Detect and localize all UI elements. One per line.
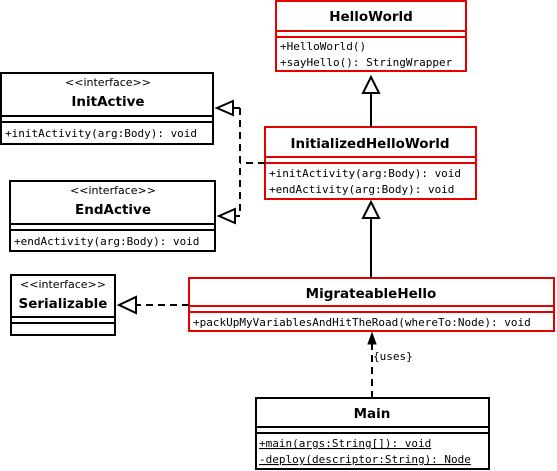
method: +initActivity(arg:Body): void (269, 167, 461, 180)
hollow-triangle-head (214, 99, 234, 117)
class-name: EndActive (75, 202, 151, 218)
class-box (9, 180, 216, 252)
class-main: Main +main(args:String[]): void -deploy(… (255, 397, 490, 470)
class-name: MigrateableHello (306, 286, 437, 302)
class-name: Main (354, 406, 391, 422)
method: +sayHello(): StringWrapper (280, 56, 453, 69)
class-name: InitializedHelloWorld (290, 136, 449, 152)
class-migrateablehello: MigrateableHello +packUpMyVariablesAndHi… (188, 277, 555, 332)
realization-arrow (116, 295, 189, 315)
interface-serializable: <<interface>> Serializable (10, 274, 116, 336)
method: +initActivity(arg:Body): void (5, 127, 197, 140)
realization-arrows (214, 99, 265, 225)
arrow-head (367, 331, 377, 345)
interface-endactive: <<interface>> EndActive +endActivity(arg… (9, 180, 216, 252)
hollow-triangle-head (116, 295, 137, 315)
dependency-arrow: {uses} (367, 331, 413, 398)
class-box (0, 72, 214, 145)
method: +packUpMyVariablesAndHitTheRoad(whereTo:… (193, 316, 531, 329)
class-initializedhelloworld: InitializedHelloWorld +initActivity(arg:… (264, 126, 477, 200)
stereotype-label: <<interface>> (70, 184, 156, 197)
interface-initactive: <<interface>> InitActive +initActivity(a… (0, 72, 214, 145)
class-helloworld: HelloWorld +HelloWorld() +sayHello(): St… (275, 0, 467, 72)
class-name: Serializable (19, 296, 108, 312)
method: +endActivity(arg:Body): void (269, 183, 454, 196)
hollow-triangle-head (361, 199, 381, 219)
static-method: +main(args:String[]): void (259, 437, 431, 450)
hollow-triangle-head (216, 207, 236, 225)
method: +endActivity(arg:Body): void (14, 235, 199, 248)
stereotype-label: <<interface>> (20, 278, 106, 291)
stereotype-label: <<interface>> (65, 76, 151, 89)
class-name: InitActive (71, 94, 144, 110)
class-name: HelloWorld (329, 9, 413, 25)
class-box (10, 274, 116, 336)
static-method: -deploy(descriptor:String): Node (259, 453, 471, 466)
dependency-label: {uses} (373, 350, 413, 363)
hollow-triangle-head (361, 74, 381, 94)
method: +HelloWorld() (280, 40, 366, 53)
generalization-arrow (361, 74, 381, 127)
generalization-arrow (361, 199, 381, 278)
